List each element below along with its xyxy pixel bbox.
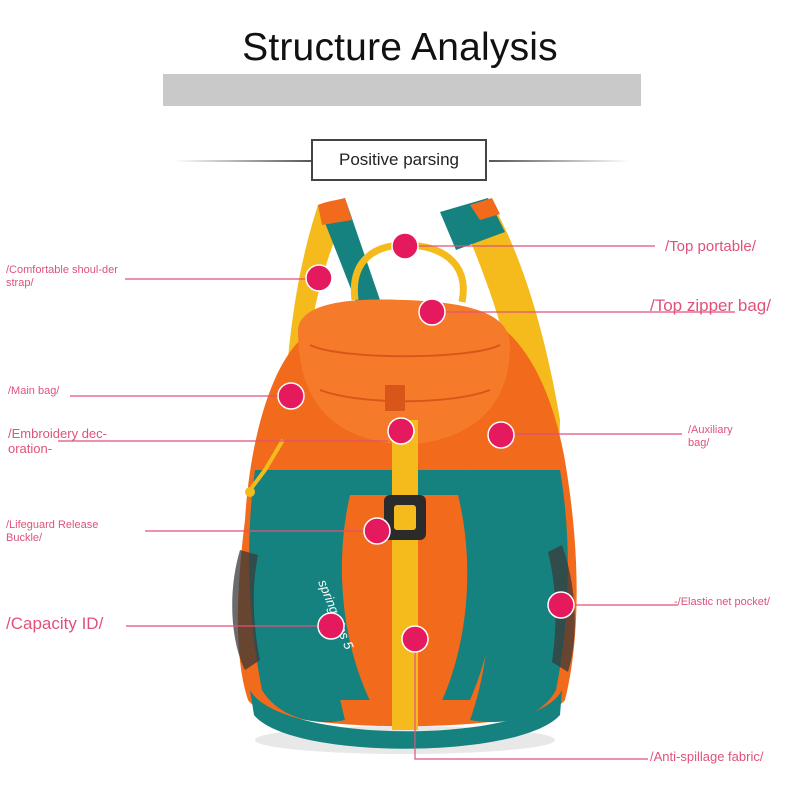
subtitle-rule-right bbox=[489, 160, 629, 162]
subtitle-label: Positive parsing bbox=[338, 150, 459, 169]
callout-embroidery: /Embroidery dec-oration- bbox=[8, 426, 107, 456]
marker-main-bag bbox=[277, 382, 305, 410]
marker-top-zipper-bag bbox=[418, 298, 446, 326]
marker-anti-spillage-fabric bbox=[401, 625, 429, 653]
marker-top-portable bbox=[391, 232, 419, 260]
callout-shoulder-strap: /Comfortable shoul-der strap/ bbox=[6, 264, 118, 289]
subtitle-box: Positive parsing bbox=[311, 139, 487, 181]
marker-elastic-net-pocket bbox=[547, 591, 575, 619]
marker-lifeguard-buckle bbox=[363, 517, 391, 545]
callout-elastic-net-pocket: -/Elastic net pocket/ bbox=[674, 596, 770, 608]
callout-top-portable: /Top portable/ bbox=[665, 238, 756, 255]
callout-auxiliary-bag: /Auxiliary bag/ bbox=[688, 424, 733, 449]
callout-lifeguard-buckle: /Lifeguard Release Buckle/ bbox=[6, 519, 99, 544]
marker-auxiliary-bag bbox=[487, 421, 515, 449]
marker-shoulder-strap bbox=[305, 264, 333, 292]
page-title: Structure Analysis bbox=[242, 26, 558, 69]
marker-capacity-id bbox=[317, 612, 345, 640]
callout-anti-spillage-fabric: /Anti-spillage fabric/ bbox=[650, 749, 764, 764]
callout-top-zipper-bag: /Top zipper bag/ bbox=[650, 296, 771, 315]
subtitle-rule-left bbox=[175, 160, 312, 162]
title-underline-bar bbox=[163, 74, 641, 106]
marker-embroidery bbox=[387, 417, 415, 445]
callout-main-bag: /Main bag/ bbox=[8, 385, 60, 397]
callout-capacity-id: /Capacity ID/ bbox=[6, 614, 104, 633]
